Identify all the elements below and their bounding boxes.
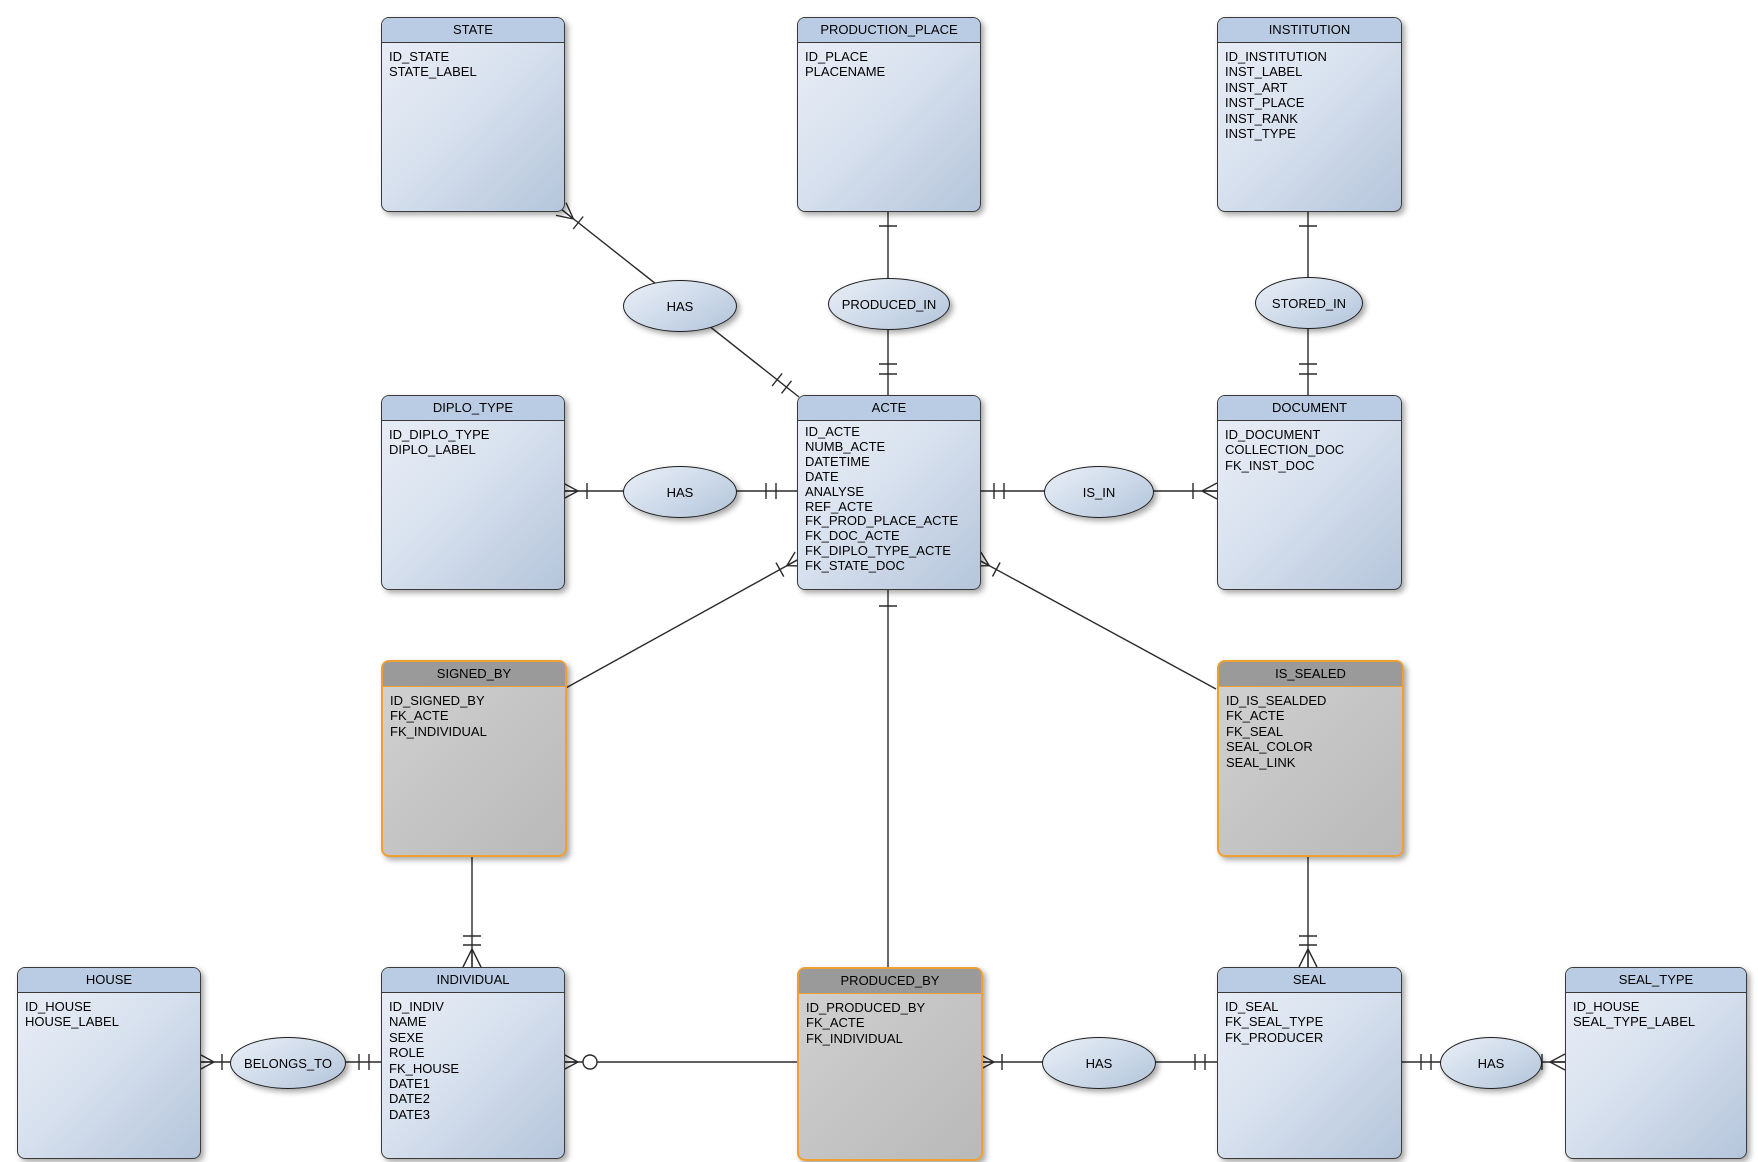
connector-acte-signedby xyxy=(563,551,803,690)
relationship-stored-in[interactable]: STORED_IN xyxy=(1255,277,1363,329)
entity-is-sealed-fields: ID_IS_SEALDED FK_ACTE FK_SEAL SEAL_COLOR… xyxy=(1226,693,1327,770)
entity-diplo-type-fields: ID_DIPLO_TYPE DIPLO_LABEL xyxy=(389,427,490,458)
connector-acte-producedby xyxy=(879,588,897,967)
entity-state[interactable]: STATE ID_STATE STATE_LABEL xyxy=(381,17,565,212)
entity-document-title: DOCUMENT xyxy=(1218,396,1401,421)
entity-production-place-fields: ID_PLACE PLACENAME xyxy=(805,49,886,80)
entity-seal-fields: ID_SEAL FK_SEAL_TYPE FK_PRODUCER xyxy=(1225,999,1324,1045)
entity-seal-type-fields: ID_HOUSE SEAL_TYPE_LABEL xyxy=(1573,999,1696,1030)
entity-individual-title: INDIVIDUAL xyxy=(382,968,564,993)
entity-acte-fields: ID_ACTE NUMB_ACTE DATETIME DATE ANALYSE … xyxy=(805,424,959,574)
relationship-label: BELONGS_TO xyxy=(244,1055,332,1071)
relationship-label: HAS xyxy=(1477,1055,1505,1071)
entity-seal-type-title: SEAL_TYPE xyxy=(1566,968,1746,993)
relationship-label: HAS xyxy=(666,298,694,314)
entity-produced-by[interactable]: PRODUCED_BY ID_PRODUCED_BY FK_ACTE FK_IN… xyxy=(797,967,983,1161)
entity-signed-by-fields: ID_SIGNED_BY FK_ACTE FK_INDIVIDUAL xyxy=(390,693,487,739)
connector-signedby-individual xyxy=(462,853,482,968)
relationship-has-seal-sealtype[interactable]: HAS xyxy=(1440,1037,1542,1089)
entity-house-title: HOUSE xyxy=(18,968,200,993)
entity-diplo-type[interactable]: DIPLO_TYPE ID_DIPLO_TYPE DIPLO_LABEL xyxy=(381,395,565,590)
entity-seal[interactable]: SEAL ID_SEAL FK_SEAL_TYPE FK_PRODUCER xyxy=(1217,967,1402,1159)
entity-acte-title: ACTE xyxy=(798,396,980,421)
entity-production-place[interactable]: PRODUCTION_PLACE ID_PLACE PLACENAME xyxy=(797,17,981,212)
connector-acte-issealed xyxy=(973,551,1217,690)
entity-acte[interactable]: ACTE ID_ACTE NUMB_ACTE DATETIME DATE ANA… xyxy=(797,395,981,590)
entity-produced-by-title: PRODUCED_BY xyxy=(799,969,981,994)
entity-document[interactable]: DOCUMENT ID_DOCUMENT COLLECTION_DOC FK_I… xyxy=(1217,395,1402,590)
relationship-label: STORED_IN xyxy=(1271,295,1347,311)
relationship-has-producedby-seal[interactable]: HAS xyxy=(1042,1037,1156,1089)
entity-signed-by[interactable]: SIGNED_BY ID_SIGNED_BY FK_ACTE FK_INDIVI… xyxy=(381,660,567,857)
connector-issealed-seal xyxy=(1298,853,1318,968)
entity-individual[interactable]: INDIVIDUAL ID_INDIV NAME SEXE ROLE FK_HO… xyxy=(381,967,565,1159)
relationship-produced-in[interactable]: PRODUCED_IN xyxy=(828,278,950,330)
entity-is-sealed-title: IS_SEALED xyxy=(1219,662,1402,687)
relationship-label: HAS xyxy=(666,484,694,500)
entity-diplo-type-title: DIPLO_TYPE xyxy=(382,396,564,421)
relationship-has-state-acte[interactable]: HAS xyxy=(623,280,737,332)
relationship-label: HAS xyxy=(1085,1055,1113,1071)
relationship-belongs-to[interactable]: BELONGS_TO xyxy=(230,1037,346,1089)
entity-institution[interactable]: INSTITUTION ID_INSTITUTION INST_LABEL IN… xyxy=(1217,17,1402,212)
entity-individual-fields: ID_INDIV NAME SEXE ROLE FK_HOUSE DATE1 D… xyxy=(389,999,460,1122)
entity-seal-type[interactable]: SEAL_TYPE ID_HOUSE SEAL_TYPE_LABEL xyxy=(1565,967,1747,1159)
entity-state-fields: ID_STATE STATE_LABEL xyxy=(389,49,477,80)
entity-state-title: STATE xyxy=(382,18,564,43)
entity-institution-title: INSTITUTION xyxy=(1218,18,1401,43)
relationship-label: IS_IN xyxy=(1082,484,1116,500)
entity-production-place-title: PRODUCTION_PLACE xyxy=(798,18,980,43)
entity-signed-by-title: SIGNED_BY xyxy=(383,662,565,687)
entity-seal-title: SEAL xyxy=(1218,968,1401,993)
connector-individual-producedby xyxy=(562,1053,797,1071)
entity-is-sealed[interactable]: IS_SEALED ID_IS_SEALDED FK_ACTE FK_SEAL … xyxy=(1217,660,1404,857)
entity-institution-fields: ID_INSTITUTION INST_LABEL INST_ART INST_… xyxy=(1225,49,1327,142)
relationship-is-in[interactable]: IS_IN xyxy=(1044,466,1154,518)
entity-house-fields: ID_HOUSE HOUSE_LABEL xyxy=(25,999,119,1030)
relationship-label: PRODUCED_IN xyxy=(841,296,937,312)
relationship-has-diplotype-acte[interactable]: HAS xyxy=(623,466,737,518)
entity-house[interactable]: HOUSE ID_HOUSE HOUSE_LABEL xyxy=(17,967,201,1159)
entity-produced-by-fields: ID_PRODUCED_BY FK_ACTE FK_INDIVIDUAL xyxy=(806,1000,926,1046)
entity-document-fields: ID_DOCUMENT COLLECTION_DOC FK_INST_DOC xyxy=(1225,427,1345,473)
